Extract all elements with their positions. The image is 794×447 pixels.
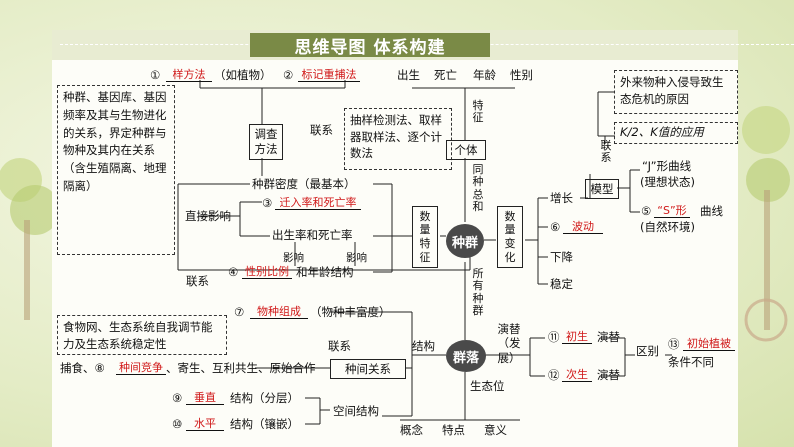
answer1-marker: ① bbox=[150, 68, 161, 82]
quantity-change-box: 数量变化 bbox=[497, 206, 523, 268]
vertical-structure: 结构（分层） bbox=[230, 391, 299, 405]
investigate-method-box: 调查方法 bbox=[249, 124, 283, 160]
answer9-marker: ⑨ bbox=[172, 391, 183, 405]
relations-list: 、寄生、互利共生、原始合作 bbox=[166, 361, 316, 375]
influence-label-2: 影响 bbox=[346, 252, 367, 264]
difference-label: 区别 bbox=[636, 344, 659, 358]
answer9-blank[interactable]: 垂直 bbox=[186, 391, 224, 406]
succession-secondary: 演替 bbox=[597, 368, 620, 382]
answer2-marker: ② bbox=[283, 68, 294, 82]
answer10-marker: ⑩ bbox=[172, 417, 183, 431]
j-state: (理想状态) bbox=[640, 175, 695, 189]
community-node: 群落 bbox=[446, 340, 486, 372]
answer4-blank[interactable]: 性别比例 bbox=[242, 265, 292, 280]
answer3-marker: ③ bbox=[262, 196, 273, 210]
answer12-blank[interactable]: 次生 bbox=[562, 368, 592, 383]
sampling-methods-note: 抽样检测法、取样器取样法、逐个计数法 bbox=[344, 108, 452, 170]
model-link-vertical: 联系 bbox=[600, 139, 612, 165]
community-link-label: 联系 bbox=[328, 339, 351, 353]
population-density: 种群密度（最基本） bbox=[252, 177, 356, 191]
s-state: (自然环境) bbox=[640, 220, 695, 234]
population-node: 种群 bbox=[446, 224, 484, 258]
s-curve-label: 曲线 bbox=[700, 204, 723, 218]
tree-decoration-left bbox=[0, 158, 60, 320]
all-populations: 所有种群 bbox=[472, 267, 484, 317]
answer13-blank[interactable]: 初始植被 bbox=[683, 337, 735, 352]
model-box: 模型 bbox=[585, 179, 619, 199]
structure-label: 结构 bbox=[412, 339, 435, 353]
answer6-blank[interactable]: 波动 bbox=[563, 220, 603, 235]
tree-decoration-right bbox=[742, 106, 790, 342]
page-title: 思维导图 体系构建 bbox=[250, 33, 490, 58]
population-species-note: 种群、基因库、基因频率及其与生物进化的关系，界定种群与物种及其内在关系（含生殖隔… bbox=[57, 85, 175, 255]
answer7-blank[interactable]: 物种组成 bbox=[250, 305, 308, 320]
answer7-marker: ⑦ bbox=[234, 305, 245, 319]
answer4-marker: ④ bbox=[228, 265, 239, 279]
j-curve: “J”形曲线 bbox=[642, 159, 692, 173]
species-richness: （物种丰富度） bbox=[310, 305, 391, 319]
individual-attr-1: 出生 bbox=[397, 68, 420, 82]
answer5-blank[interactable]: “S”形 bbox=[654, 204, 690, 219]
feature-vertical: 特征 bbox=[472, 99, 484, 125]
bottom-concept: 概念 bbox=[400, 423, 423, 437]
answer11-marker: ⑪ bbox=[548, 330, 560, 344]
food-web-note: 食物网、生态系统自我调节能力及生态系统稳定性 bbox=[57, 315, 227, 355]
answer5-marker: ⑤ bbox=[641, 204, 652, 218]
answer8-blank[interactable]: 种间竞争 bbox=[116, 361, 166, 376]
answer6-marker: ⑥ bbox=[550, 220, 561, 234]
same-species-sum: 同种总和 bbox=[472, 163, 484, 213]
influence-label-1: 影响 bbox=[283, 252, 304, 264]
individual-box: 个体 bbox=[446, 140, 486, 160]
conditions-differ: 条件不同 bbox=[668, 355, 714, 369]
direct-effect-label: 直接影响 bbox=[185, 209, 231, 223]
answer11-blank[interactable]: 初生 bbox=[562, 330, 592, 345]
individual-attr-4: 性别 bbox=[510, 68, 533, 82]
answer12-marker: ⑫ bbox=[548, 368, 560, 382]
interspecies-relation-box: 种间关系 bbox=[330, 359, 406, 379]
change-decline: 下降 bbox=[550, 250, 573, 264]
content-panel bbox=[52, 30, 738, 447]
birth-death-rate: 出生率和死亡率 bbox=[272, 228, 353, 242]
answer13-marker: ⑬ bbox=[668, 337, 680, 351]
answer1-blank[interactable]: 样方法 bbox=[166, 68, 212, 83]
answer2-blank[interactable]: 标记重捕法 bbox=[298, 68, 360, 83]
bottom-significance: 意义 bbox=[484, 423, 507, 437]
bottom-feature: 特点 bbox=[442, 423, 465, 437]
invasion-note: 外来物种入侵导致生态危机的原因 bbox=[614, 70, 738, 114]
individual-attr-2: 死亡 bbox=[434, 68, 457, 82]
k-value-note: K/2、K值的应用 bbox=[614, 122, 738, 144]
answer8-marker: 捕食、⑧ bbox=[60, 361, 105, 375]
change-growth: 增长 bbox=[550, 191, 573, 205]
age-structure: 和年龄结构 bbox=[296, 265, 354, 279]
spatial-structure: 空间结构 bbox=[333, 404, 379, 418]
niche-label: 生态位 bbox=[470, 379, 505, 393]
answer3-blank[interactable]: 迁入率和死亡率 bbox=[275, 196, 361, 211]
succession-primary: 演替 bbox=[597, 330, 620, 344]
horizontal-structure: 结构（镶嵌） bbox=[230, 417, 299, 431]
succession-label: 演替（发展） bbox=[497, 322, 521, 365]
change-stable: 稳定 bbox=[550, 277, 573, 291]
link-label-top: 联系 bbox=[310, 123, 333, 137]
quantity-features-box: 数量特征 bbox=[412, 206, 438, 268]
individual-attr-3: 年龄 bbox=[473, 68, 496, 82]
answer10-blank[interactable]: 水平 bbox=[186, 417, 224, 432]
answer1-note: （如植物） bbox=[214, 68, 272, 82]
link-label-lower: 联系 bbox=[186, 274, 209, 288]
